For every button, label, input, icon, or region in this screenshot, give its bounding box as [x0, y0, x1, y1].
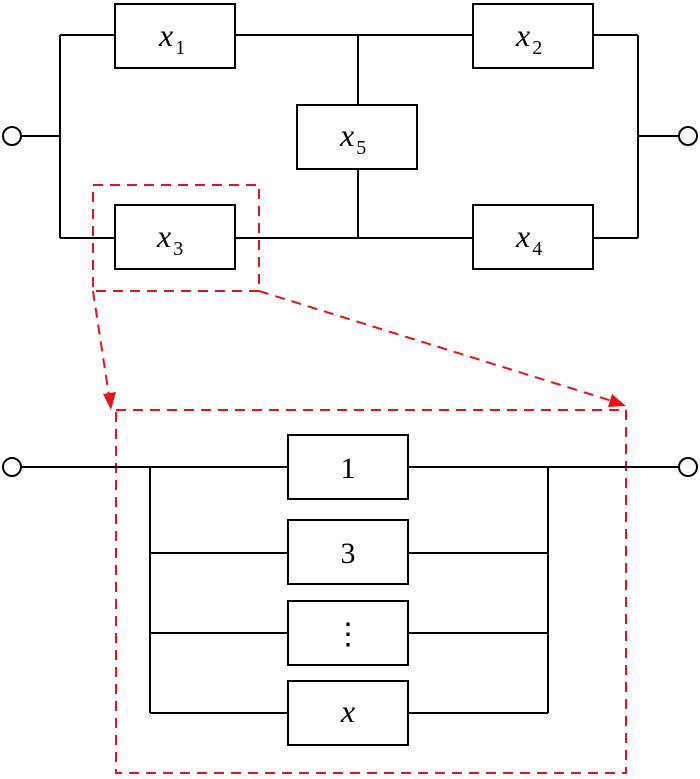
detail-component-ellipsis-label: ⋮: [333, 618, 363, 651]
component-x2-box: [472, 3, 594, 69]
zoom-indicator: [92, 184, 627, 774]
detail-left-terminal: [2, 457, 22, 477]
detail-component-3: 3: [287, 519, 409, 585]
detail-frame: [115, 409, 627, 774]
component-x1-box: [114, 3, 236, 69]
detail-component-x-label: x: [340, 693, 355, 729]
zoom-arrow-right-line: [258, 290, 613, 402]
zoom-arrow-right-head: [608, 394, 626, 407]
component-x5-box: [296, 104, 418, 170]
detail-right-terminal: [678, 457, 698, 477]
top-left-terminal: [2, 126, 22, 146]
zoom-arrow-left-head: [103, 392, 116, 410]
detail-component-x: x: [287, 680, 409, 746]
detail-component-ellipsis-box: [287, 600, 409, 666]
detail-component-x-box: [287, 680, 409, 746]
detail-circuit: 1 3 ⋮ x: [2, 434, 698, 746]
detail-component-1-label: 1: [341, 452, 356, 485]
detail-component-3-box: [287, 519, 409, 585]
detail-component-ellipsis: ⋮: [287, 600, 409, 666]
detail-component-1: 1: [287, 434, 409, 500]
zoom-arrow-left-line: [92, 290, 110, 397]
top-right-terminal: [678, 126, 698, 146]
component-x3-box: [114, 204, 236, 270]
component-x4-box: [472, 204, 594, 270]
detail-component-1-box: [287, 434, 409, 500]
detail-component-3-label: 3: [341, 537, 356, 570]
